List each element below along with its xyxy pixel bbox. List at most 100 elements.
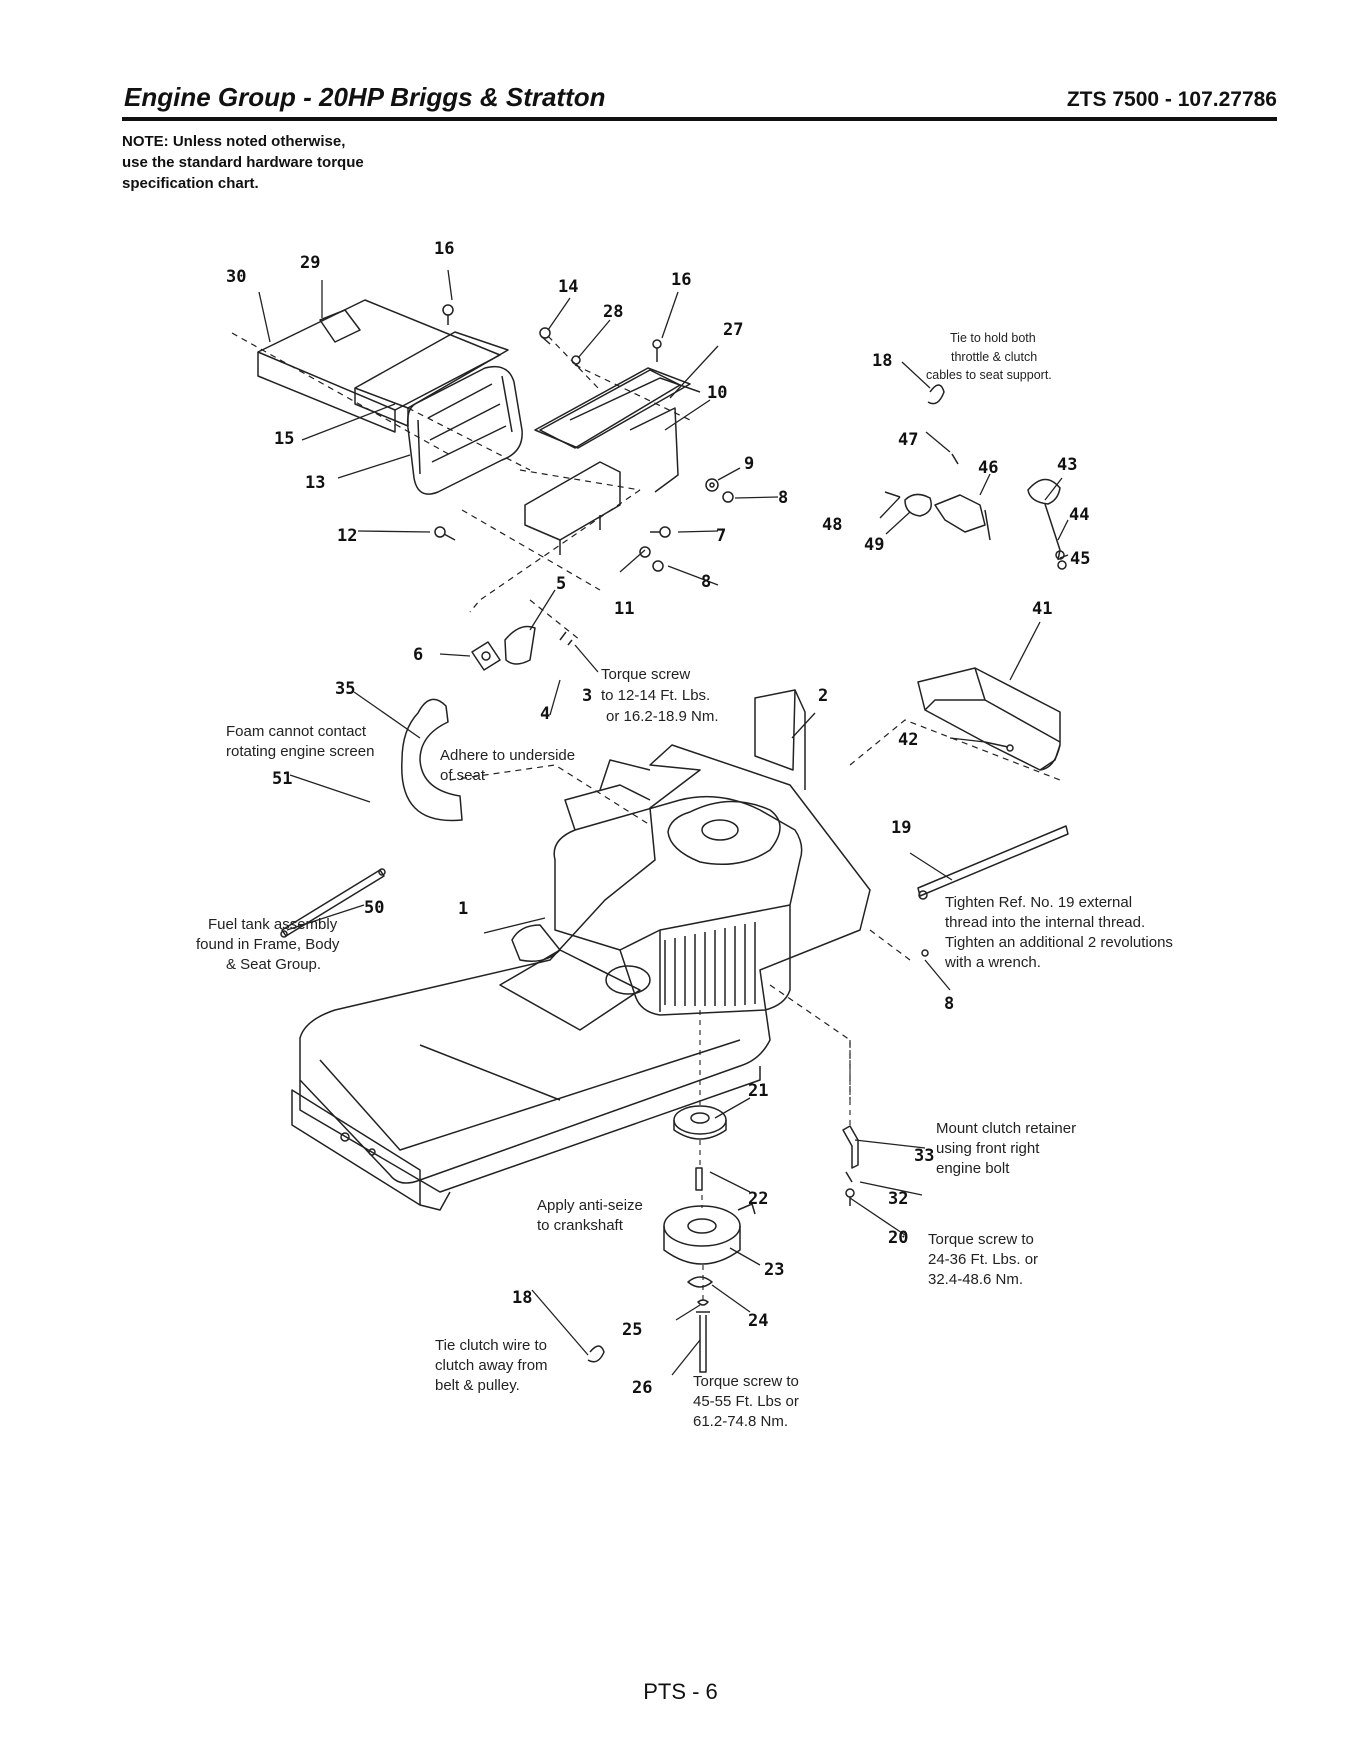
annotation-line: to 12-14 Ft. Lbs. [601, 687, 710, 704]
torque-note: NOTE: Unless noted otherwise, use the st… [122, 131, 364, 194]
bracket-part [917, 667, 1061, 771]
callout-8: 8 [778, 488, 788, 508]
annotation-line: Fuel tank assembly [208, 916, 338, 933]
callout-35: 35 [335, 679, 355, 699]
annotation-line: engine bolt [936, 1160, 1010, 1177]
note-line: specification chart. [122, 175, 259, 192]
annotation-torque-3: Torque screw to 12-14 Ft. Lbs. or 16.2-1… [601, 666, 719, 725]
annotation-line: with a wrench. [944, 954, 1041, 971]
callout-28: 28 [603, 302, 623, 322]
callout-12: 12 [337, 526, 357, 546]
annotation-mount-clutch: Mount clutch retainer using front right … [936, 1120, 1076, 1177]
callout-3: 3 [582, 686, 592, 706]
foam-strip-part [401, 698, 463, 822]
exhaust-gasket-part [471, 625, 573, 671]
callout-32: 32 [888, 1189, 908, 1209]
annotation-line: Tighten Ref. No. 19 external [945, 894, 1132, 911]
annotation-line: & Seat Group. [226, 956, 321, 973]
callout-14: 14 [558, 277, 578, 297]
engine-mount-bracket-part [524, 369, 681, 555]
cable-tie-lower [587, 1345, 605, 1363]
annotation-line: Apply anti-seize [537, 1197, 643, 1214]
annotation-tie-seat: Tie to hold both throttle & clutch cable… [926, 331, 1052, 382]
callout-8: 8 [701, 572, 711, 592]
callout-16: 16 [434, 239, 454, 259]
annotation-line: throttle & clutch [951, 350, 1037, 364]
baffle-part [754, 689, 806, 790]
annotation-anti-seize: Apply anti-seize to crankshaft [537, 1197, 643, 1234]
callout-numbers: 30 29 16 14 16 28 27 10 15 13 9 8 7 12 8… [226, 239, 1090, 1398]
annotation-line: to crankshaft [537, 1217, 624, 1234]
callout-1: 1 [458, 899, 468, 919]
callout-4: 4 [540, 704, 550, 724]
air-cleaner-part [406, 365, 523, 495]
page-title: Engine Group - 20HP Briggs & Stratton [124, 82, 606, 112]
callout-7: 7 [716, 526, 726, 546]
annotation-line: 32.4-48.6 Nm. [928, 1271, 1023, 1288]
annotation-line: Torque screw to [928, 1231, 1034, 1248]
annotation-tie-clutch: Tie clutch wire to clutch away from belt… [435, 1337, 548, 1394]
annotation-line: 45-55 Ft. Lbs or [693, 1393, 799, 1410]
annotation-line: using front right [936, 1140, 1040, 1157]
front-deck-part [291, 1089, 451, 1211]
callout-45: 45 [1070, 549, 1090, 569]
callout-41: 41 [1032, 599, 1052, 619]
annotation-line: belt & pulley. [435, 1377, 520, 1394]
callout-30: 30 [226, 267, 246, 287]
callout-24: 24 [748, 1311, 768, 1331]
callout-5: 5 [556, 574, 566, 594]
throttle-control-part [884, 453, 1067, 570]
annotation-torque-20: Torque screw to 24-36 Ft. Lbs. or 32.4-4… [928, 1231, 1038, 1288]
annotation-line: Tie to hold both [950, 331, 1036, 345]
callout-19: 19 [891, 818, 911, 838]
annotation-line: Tie clutch wire to [435, 1337, 547, 1354]
callout-44: 44 [1069, 505, 1089, 525]
annotation-torque-26: Torque screw to 45-55 Ft. Lbs or 61.2-74… [693, 1373, 799, 1430]
callout-48: 48 [822, 515, 842, 535]
clutch-retainer-part [842, 1125, 859, 1206]
annotation-line: or 16.2-18.9 Nm. [606, 708, 719, 725]
fuel-rod-part [280, 868, 386, 938]
annotation-line: of seat [440, 767, 486, 784]
annotation-fuel-tank: Fuel tank assembly found in Frame, Body … [196, 916, 340, 973]
annotation-line: thread into the internal thread. [945, 914, 1145, 931]
callout-51: 51 [272, 769, 292, 789]
model-number: ZTS 7500 - 107.27786 [1066, 88, 1277, 111]
callout-33: 33 [914, 1146, 934, 1166]
annotation-foam: Foam cannot contact rotating engine scre… [226, 723, 374, 760]
annotation-line: 24-36 Ft. Lbs. or [928, 1251, 1038, 1268]
callout-49: 49 [864, 535, 884, 555]
annotation-line: clutch away from [435, 1357, 548, 1374]
callout-leaders [258, 269, 1069, 1376]
annotation-line: rotating engine screen [226, 743, 374, 760]
tie-rod-part [917, 825, 1069, 957]
callout-23: 23 [764, 1260, 784, 1280]
callout-8: 8 [944, 994, 954, 1014]
callout-47: 47 [898, 430, 918, 450]
callout-6: 6 [413, 645, 423, 665]
callout-27: 27 [723, 320, 743, 340]
annotation-line: Tighten an additional 2 revolutions [945, 934, 1173, 951]
annotation-line: found in Frame, Body [196, 936, 340, 953]
callout-9: 9 [744, 454, 754, 474]
callout-20: 20 [888, 1228, 908, 1248]
engine-part [553, 759, 803, 1016]
annotation-tighten-19: Tighten Ref. No. 19 external thread into… [944, 894, 1173, 971]
callout-25: 25 [622, 1320, 642, 1340]
callout-42: 42 [898, 730, 918, 750]
annotation-line: Torque screw [601, 666, 690, 683]
page-number: PTS - 6 [643, 1679, 718, 1704]
annotation-line: cables to seat support. [926, 368, 1052, 382]
annotation-line: 61.2-74.8 Nm. [693, 1413, 788, 1430]
header-rule [122, 117, 1277, 121]
callout-50: 50 [364, 898, 384, 918]
dashed-clutch-axis [699, 1010, 851, 1300]
callout-10: 10 [707, 383, 727, 403]
callout-15: 15 [274, 429, 294, 449]
callout-21: 21 [748, 1081, 768, 1101]
callout-29: 29 [300, 253, 320, 273]
callout-22: 22 [748, 1189, 768, 1209]
annotation-adhere: Adhere to underside of seat [440, 747, 575, 784]
annotation-line: Foam cannot contact [226, 723, 367, 740]
